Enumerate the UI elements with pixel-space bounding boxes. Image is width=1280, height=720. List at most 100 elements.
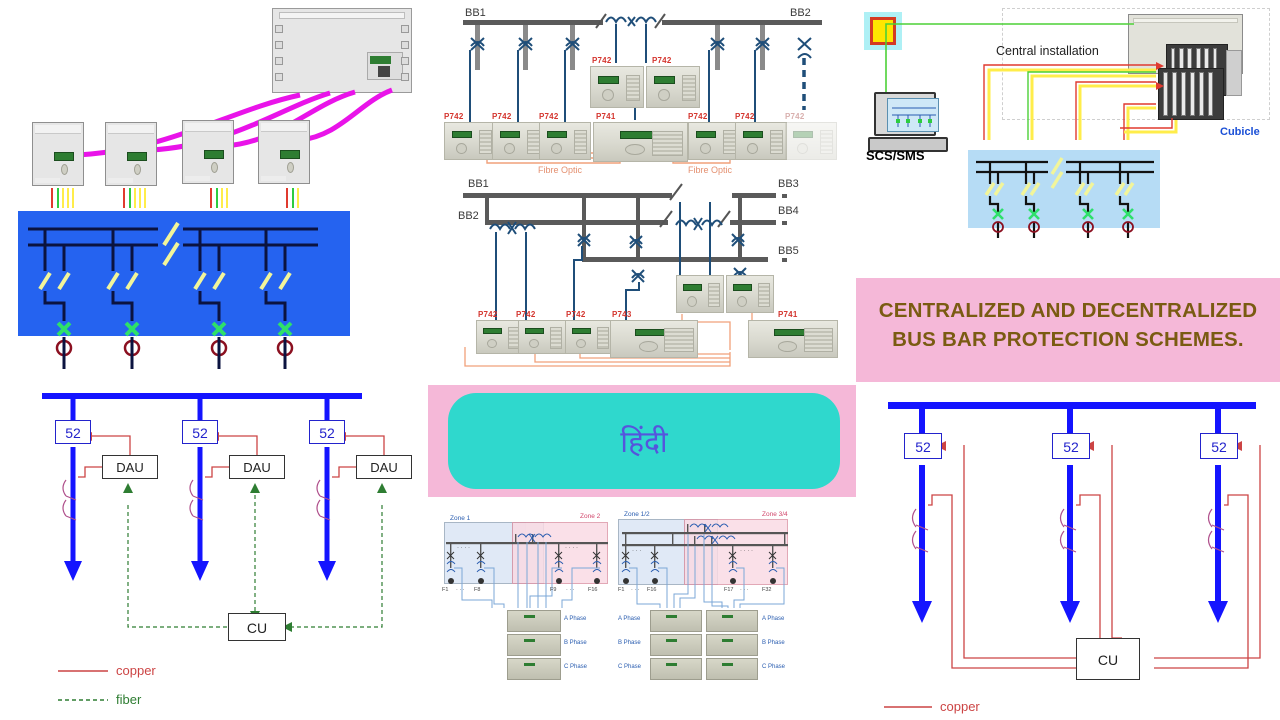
zone-relay-rightR-b xyxy=(706,634,758,656)
bay-unit-header xyxy=(35,125,81,134)
feeder-range-left-start: F1 xyxy=(442,587,449,593)
feeder-range-right3-start: F17 xyxy=(724,587,734,593)
legend-fiber-label: fiber xyxy=(116,692,142,707)
panel-centralized-installation: SCS/SMS Central installation Cubicle xyxy=(856,0,1280,280)
relay-display xyxy=(666,614,677,619)
feeder-range-left-end: F8 xyxy=(474,587,481,593)
bay-unit-header xyxy=(261,123,307,132)
rack-ear-8 xyxy=(401,73,409,81)
relay-display xyxy=(743,130,763,139)
central-unit[interactable]: CU xyxy=(228,613,286,641)
centralized-cu-wiring xyxy=(884,402,1261,708)
bay-unit-knob xyxy=(210,161,218,174)
bus-label-bb3: BB3 xyxy=(778,178,799,190)
phase-label-rr-c: C Phase xyxy=(762,664,786,670)
bay-unit-4 xyxy=(258,120,310,184)
breaker-52-1[interactable]: 52 xyxy=(55,420,91,444)
relay-label-4: P741 xyxy=(596,112,616,121)
dau-label: DAU xyxy=(116,460,144,475)
installation-wiring xyxy=(885,23,1178,140)
cu-label: CU xyxy=(1097,652,1119,668)
relay-p743 xyxy=(610,320,698,358)
central-unit[interactable]: CU xyxy=(1076,638,1140,680)
relay-knob xyxy=(602,89,614,101)
panel-decentralized-bay-units xyxy=(0,0,425,382)
rack-ear-4 xyxy=(275,73,283,81)
laptop-lid xyxy=(874,92,939,136)
bay-unit-display xyxy=(127,151,147,162)
dau-label: DAU xyxy=(243,460,271,475)
fibre-optic-label-right: Fibre Optic xyxy=(688,165,733,175)
rack-ear-3 xyxy=(275,57,283,65)
relay-keypad xyxy=(664,328,694,352)
rack-hmi xyxy=(366,52,403,81)
relay-display xyxy=(523,614,536,619)
dau-label: DAU xyxy=(370,460,398,475)
relay-display xyxy=(483,328,502,335)
relay-display xyxy=(666,638,677,643)
relay-display xyxy=(572,328,591,335)
relay-display xyxy=(683,283,702,292)
panel-zone-feeder-diagram: Zone 1 Zone 2 · · · · · · · · xyxy=(432,508,832,688)
breaker-52-1[interactable]: 52 xyxy=(904,433,942,459)
alarm-inner xyxy=(870,17,896,45)
rack-slot xyxy=(1162,72,1168,116)
busbar-sld-panel xyxy=(18,211,350,336)
installation-boundary xyxy=(1002,8,1270,120)
slide-title-banner: CENTRALIZED AND DECENTRALIZED BUS BAR PR… xyxy=(856,278,1280,382)
relay-keypad xyxy=(803,328,834,352)
breaker-52-2[interactable]: 52 xyxy=(182,420,218,444)
breaker-52-3[interactable]: 52 xyxy=(1200,433,1238,459)
feeder-range-right3-dots: · · · xyxy=(740,587,749,593)
relay-label-b3: P742 xyxy=(566,310,586,319)
relay-label-5: P742 xyxy=(688,112,708,121)
relay-p741-central xyxy=(593,122,688,162)
breaker-52-2[interactable]: 52 xyxy=(1052,433,1090,459)
fibre-optic-label-left: Fibre Optic xyxy=(538,165,583,175)
zone-label-right-2: Zone 3/4 xyxy=(762,511,788,518)
rack-ear-5 xyxy=(401,25,409,33)
panel-dau-cu-scheme: 52 52 52 DAU DAU DAU CU copper fiber xyxy=(0,385,430,720)
relay-p742-mid-2 xyxy=(726,275,774,313)
zone-left-wiring: · · · · · · · · xyxy=(446,533,608,608)
rack-ear-1 xyxy=(275,25,283,33)
bay-unit-display xyxy=(204,149,224,160)
phase-label-rl-b: B Phase xyxy=(618,640,641,646)
phase-label-rl-a: A Phase xyxy=(618,616,641,622)
zone-relay-rightL-c xyxy=(650,658,702,680)
breaker-label: 52 xyxy=(319,425,335,441)
bay-unit-3 xyxy=(182,120,234,184)
relay-keypad xyxy=(708,283,721,307)
relay-knob xyxy=(747,142,758,154)
dau-unit-1[interactable]: DAU xyxy=(102,455,158,479)
relay-label-b1: P742 xyxy=(478,310,498,319)
relay-keypad xyxy=(820,130,833,154)
relay-knob xyxy=(639,340,659,352)
language-badge[interactable]: हिंदी xyxy=(448,393,840,489)
signal-arrow-clusters xyxy=(51,188,299,208)
rack-hmi-keypad xyxy=(378,66,390,77)
feeder-range-right2-start: F1 xyxy=(618,587,625,593)
breaker-label: 52 xyxy=(1211,439,1227,455)
relay-keypad xyxy=(574,130,587,154)
relay-label-6: P742 xyxy=(735,112,755,121)
bus-label-bb2: BB2 xyxy=(458,210,479,222)
screen-sld xyxy=(892,107,936,127)
rack-slot xyxy=(1198,72,1204,116)
zone-relay-left-b xyxy=(507,634,561,656)
dau-unit-2[interactable]: DAU xyxy=(229,455,285,479)
relay-knob xyxy=(456,142,467,154)
rack-ear-7 xyxy=(401,57,409,65)
relay-knob xyxy=(624,143,646,156)
relay-p742-mid-1 xyxy=(676,275,724,313)
zone-relay-left-c xyxy=(507,658,561,680)
rack-top-bar xyxy=(278,12,406,19)
relay-display xyxy=(793,130,813,139)
relay-knob xyxy=(487,338,498,349)
relay-display xyxy=(722,662,733,667)
central-unit-rack xyxy=(272,8,412,93)
breaker-52-3[interactable]: 52 xyxy=(309,420,345,444)
protection-rack-front xyxy=(1158,68,1224,120)
dau-unit-3[interactable]: DAU xyxy=(356,455,412,479)
bay-unit-header xyxy=(185,123,231,132)
